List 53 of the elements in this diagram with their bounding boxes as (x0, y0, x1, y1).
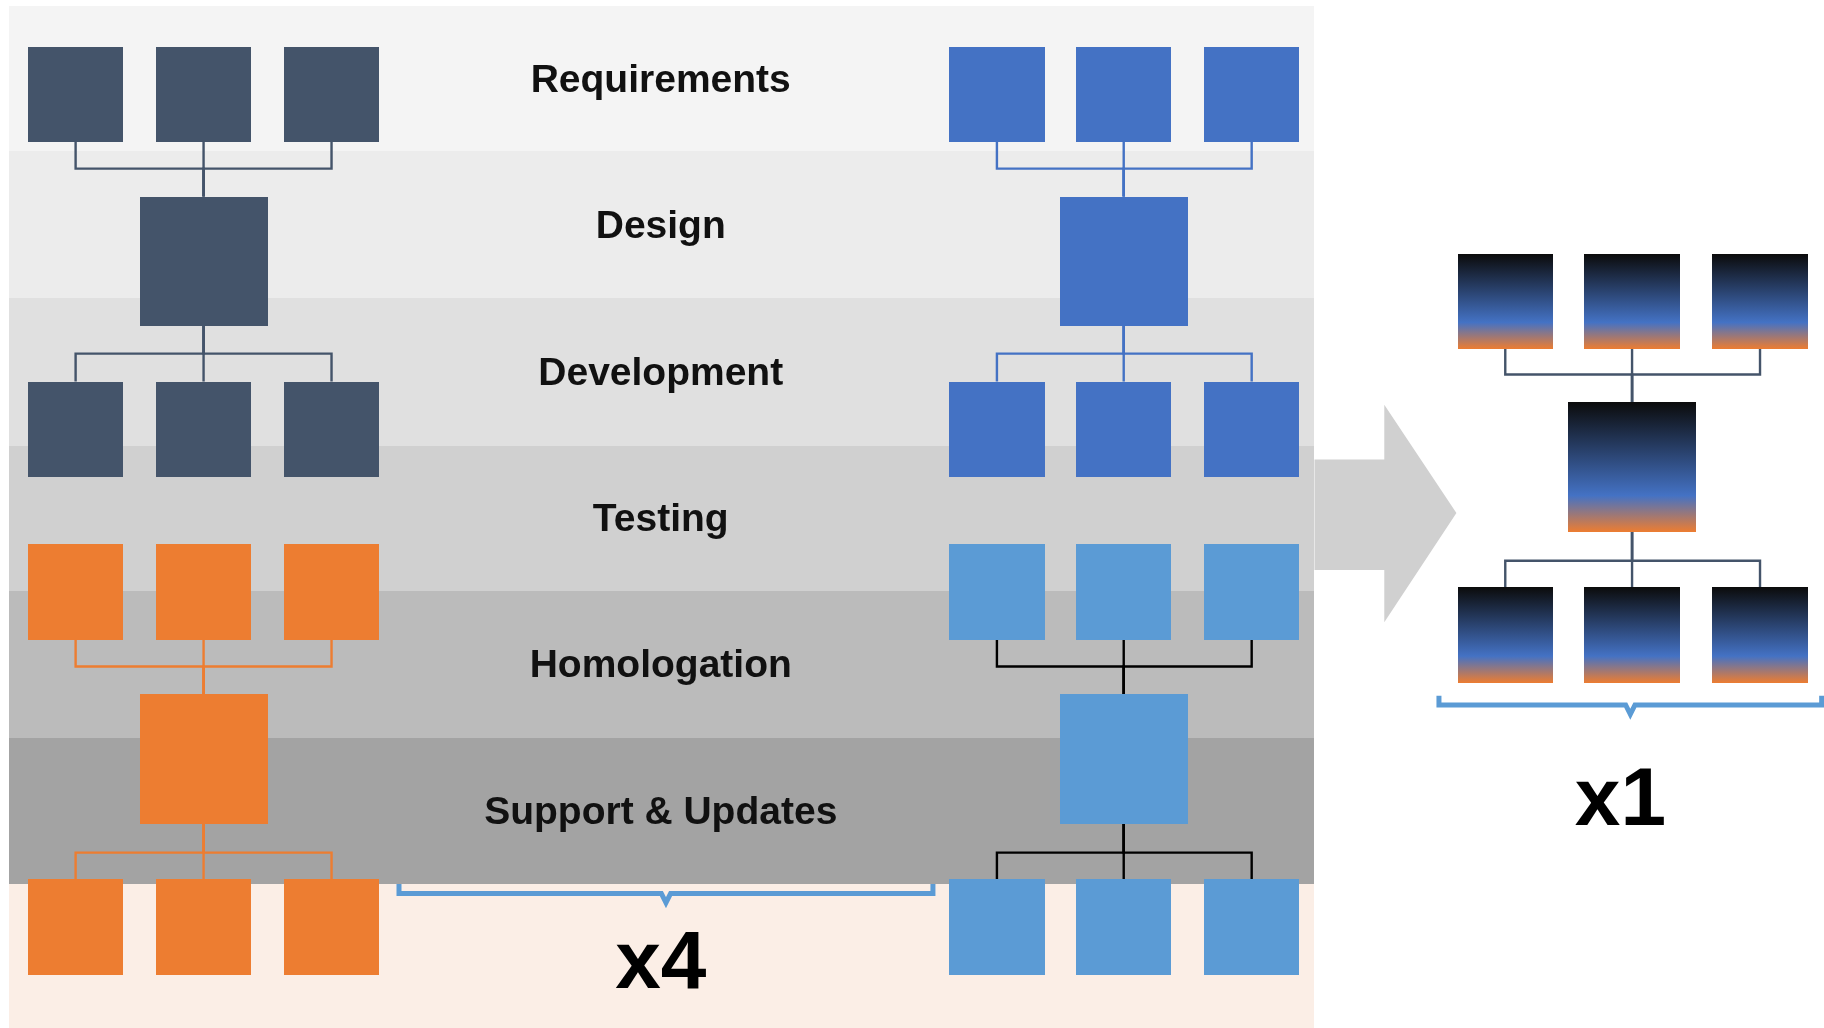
square-block (1712, 587, 1808, 683)
square-block (283, 381, 380, 477)
connector-line (202, 325, 333, 382)
square-block (27, 381, 124, 477)
square-block (949, 46, 1045, 142)
square-block (283, 879, 380, 975)
connector-line (1122, 325, 1253, 382)
square-block (1712, 253, 1808, 349)
connector-line (1122, 639, 1253, 695)
square-block (1457, 587, 1553, 683)
connector-line (202, 141, 333, 197)
square-block (949, 544, 1045, 640)
square-block (155, 544, 252, 640)
square-block (283, 544, 380, 640)
square-block (1568, 402, 1697, 532)
square-block (1203, 879, 1300, 975)
square-block (1076, 544, 1172, 640)
square-block (1076, 381, 1172, 477)
square-block (139, 694, 268, 824)
square-block (27, 46, 124, 142)
multiplier-label: x1 (1574, 755, 1667, 838)
square-block (155, 879, 252, 975)
connector-line (1122, 823, 1253, 880)
square-block (139, 196, 268, 326)
square-block (27, 544, 124, 640)
connector-line (202, 823, 333, 880)
connector-line (1630, 531, 1762, 588)
phase-label: Homologation (529, 641, 792, 687)
square-block (155, 46, 252, 142)
square-block (949, 879, 1045, 975)
square-block (1076, 46, 1172, 142)
square-block (1203, 46, 1300, 142)
square-block (1457, 253, 1553, 349)
square-block (1059, 694, 1188, 824)
square-block (949, 381, 1045, 477)
multiplier-label: x4 (615, 918, 707, 1001)
square-block (1203, 381, 1300, 477)
square-block (1059, 196, 1188, 326)
square-block (1584, 253, 1680, 349)
square-block (1076, 879, 1172, 975)
phase-label: Design (595, 202, 726, 247)
square-block (1584, 587, 1680, 683)
connector-line (1122, 141, 1253, 197)
square-block (155, 381, 252, 477)
square-block (1203, 544, 1300, 640)
square-block (27, 879, 124, 975)
phase-label: Development (538, 349, 784, 395)
phase-label: Requirements (530, 56, 791, 101)
connector-line (202, 639, 333, 695)
phase-label: Support & Updates (484, 788, 838, 834)
square-block (283, 46, 380, 142)
connector-line (1630, 349, 1762, 403)
phase-label: Testing (592, 495, 729, 541)
